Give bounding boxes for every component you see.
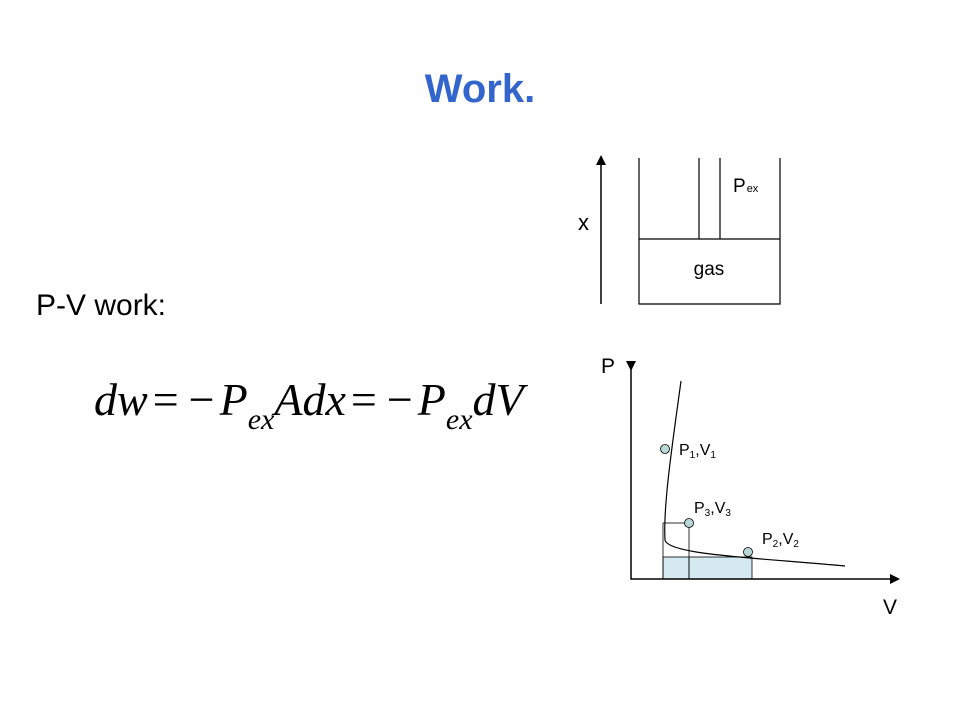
eq-minus-1: − bbox=[188, 374, 215, 425]
eq-equals-2: = bbox=[350, 374, 377, 425]
eq-adx: Adx bbox=[274, 374, 346, 425]
state-label-3: P3,V3 bbox=[694, 500, 731, 519]
isotherm-curve bbox=[664, 380, 846, 567]
eq-sub-ex-1: ex bbox=[247, 403, 275, 436]
state-point-2 bbox=[743, 547, 753, 557]
eq-sub-ex-2: ex bbox=[445, 403, 473, 436]
work-shaded-area bbox=[662, 556, 753, 580]
state-label-2: P2,V2 bbox=[762, 531, 799, 550]
x-axis-label: x bbox=[578, 210, 589, 235]
external-pressure-label: Pex bbox=[733, 176, 759, 197]
state-point-3 bbox=[684, 518, 694, 528]
state-label-1: P1,V1 bbox=[679, 442, 716, 461]
eq-equals-1: = bbox=[152, 374, 179, 425]
eq-minus-2: − bbox=[386, 374, 413, 425]
gas-label: gas bbox=[694, 259, 725, 280]
pressure-axis-label: P bbox=[601, 355, 615, 378]
eq-dv: dV bbox=[472, 374, 524, 425]
pv-diagram: P V P1,V1 P3,V3 P2,V2 bbox=[601, 355, 900, 619]
pv-axes bbox=[626, 361, 900, 584]
piston-cylinder-diagram: x Pex gas bbox=[578, 155, 781, 305]
volume-axis-label: V bbox=[883, 596, 897, 619]
pv-work-label: P-V work: bbox=[36, 289, 167, 322]
eq-dw: dw bbox=[94, 374, 148, 425]
eq-p-1: P bbox=[219, 374, 248, 425]
cylinder-walls bbox=[638, 158, 781, 305]
work-equation: dw=−PexAdx=−PexdV bbox=[94, 370, 524, 450]
eq-p-2: P bbox=[417, 374, 446, 425]
state-point-1 bbox=[660, 444, 670, 454]
slide-title: Work. bbox=[424, 67, 536, 111]
